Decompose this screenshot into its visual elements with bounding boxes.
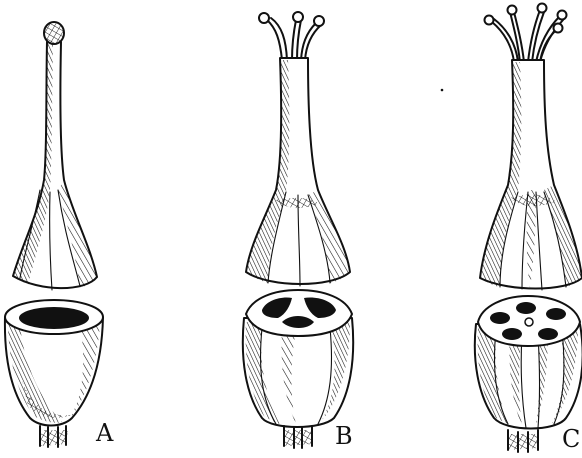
panel-b-styles xyxy=(246,12,350,286)
panel-c-label: C xyxy=(562,427,580,451)
panel-a-stigma xyxy=(44,22,64,44)
panel-b xyxy=(243,12,353,448)
panel-a xyxy=(5,22,103,447)
panel-a-ovary xyxy=(5,300,103,447)
ink-speck xyxy=(441,89,444,92)
panel-a-label: A xyxy=(96,421,113,445)
panel-c xyxy=(475,4,582,453)
panel-b-label: B xyxy=(335,424,353,448)
panel-c-styles xyxy=(480,4,582,291)
panel-a-style xyxy=(13,42,97,290)
